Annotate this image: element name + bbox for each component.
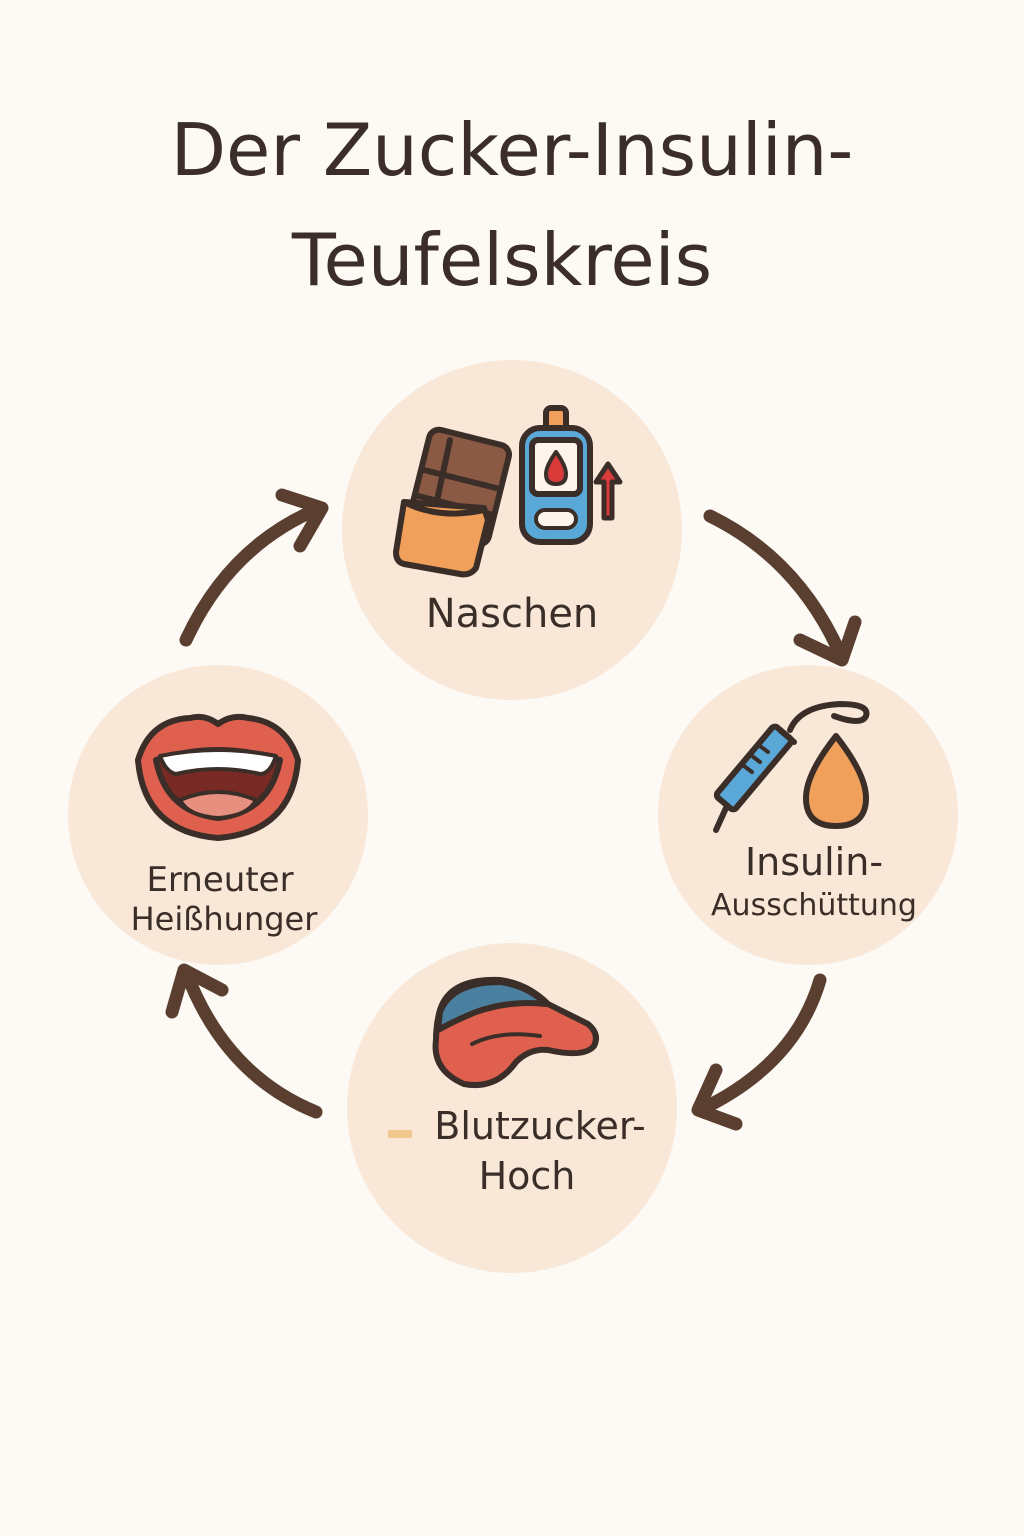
arrow-blutzucker-to-heisshunger — [179, 965, 323, 1119]
arrow-head-heisshunger-to-naschen — [275, 488, 329, 553]
title-line-1: Der Zucker-Insulin- — [170, 108, 854, 192]
step-label-blutzucker-line-2: Hoch — [478, 1154, 576, 1198]
open-mouth-icon — [135, 713, 301, 841]
step-circle-naschen — [342, 360, 682, 700]
chocolate-bar-icon — [393, 426, 512, 578]
pancreas-icon — [432, 976, 599, 1088]
glucose-meter-icon — [519, 405, 593, 545]
arrow-naschen-to-insulin — [703, 509, 849, 665]
arrow-head-naschen-to-insulin — [793, 615, 862, 667]
arrow-head-blutzucker-to-heisshunger — [165, 963, 229, 1019]
step-label-heisshunger-line-1: Erneuter — [146, 860, 294, 900]
arrow-heisshunger-to-naschen — [179, 501, 327, 647]
decorative-dash — [388, 1130, 412, 1138]
cycle-arrows — [165, 488, 862, 1131]
step-circle-blutzucker — [347, 943, 677, 1273]
step-label-insulin-line-1: Insulin- — [744, 840, 884, 884]
up-arrow-icon — [593, 461, 623, 521]
insulin-drop-icon — [803, 733, 869, 829]
step-label-naschen: Naschen — [425, 591, 599, 637]
step-label-blutzucker-line-1: Blutzucker- — [434, 1104, 646, 1148]
step-label-heisshunger-line-2: Heißhunger — [130, 900, 318, 938]
title-line-2: Teufelskreis — [291, 218, 713, 302]
arrow-head-insulin-to-blutzucker — [691, 1063, 743, 1131]
syringe-icon — [713, 701, 870, 833]
arrow-insulin-to-blutzucker — [693, 973, 827, 1117]
step-label-insulin-line-2: Ausschüttung — [711, 888, 917, 923]
